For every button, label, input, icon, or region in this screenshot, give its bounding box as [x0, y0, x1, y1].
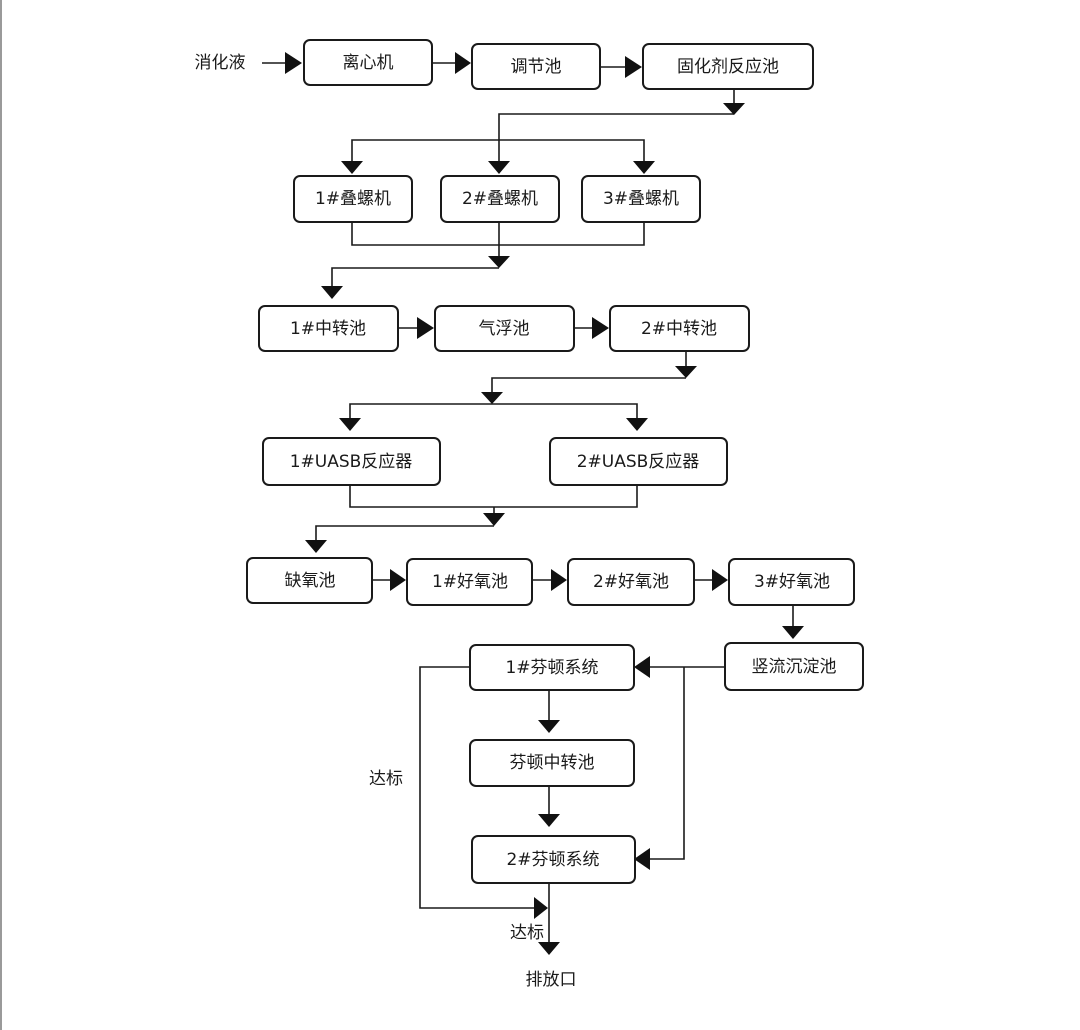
edge-to-transfer-1 — [331, 267, 499, 286]
node-aerobic-tank-1: 1#好氧池 — [406, 558, 533, 606]
node-fenton-system-1-label: 1#芬顿系统 — [505, 658, 598, 678]
arrowhead-to-centrifuge — [285, 52, 302, 74]
arrowhead-to-screw-press-1 — [341, 161, 363, 174]
edge-split-uasb-right — [492, 403, 638, 418]
node-solidifier-reactor: 固化剂反应池 — [642, 43, 814, 90]
node-air-flotation-tank-label: 气浮池 — [479, 319, 530, 339]
node-screw-press-3-label: 3#叠螺机 — [603, 189, 679, 209]
node-transfer-tank-2-label: 2#中转池 — [641, 319, 717, 339]
arrowhead-to-anoxic — [305, 540, 327, 553]
node-aerobic-tank-1-label: 1#好氧池 — [432, 572, 508, 592]
node-anoxic-tank: 缺氧池 — [246, 557, 373, 604]
connectors — [262, 62, 794, 942]
arrowhead-to-screw-press-3 — [633, 161, 655, 174]
arrowhead-to-aerobic-3 — [712, 569, 728, 591]
arrowhead-to-aerobic-2 — [551, 569, 567, 591]
arrowhead-to-transfer-2 — [592, 317, 609, 339]
nodes: 离心机 调节池 固化剂反应池 1#叠螺机 2#叠螺机 3#叠螺机 1#中转池 — [246, 39, 864, 884]
node-vertical-clarifier-label: 竖流沉淀池 — [752, 657, 837, 677]
edge-split-right — [499, 139, 645, 161]
node-aerobic-tank-3: 3#好氧池 — [728, 558, 855, 606]
edge-merge-uasb — [349, 486, 638, 508]
arrowhead-to-aerobic-1 — [390, 569, 406, 591]
arrowhead-split-uasb — [481, 392, 503, 404]
node-fenton-system-2-label: 2#芬顿系统 — [506, 850, 599, 870]
compliance-label-bottom: 达标 — [510, 923, 544, 943]
arrowhead-to-uasb-2 — [626, 418, 648, 431]
node-uasb-reactor-1-label: 1#UASB反应器 — [290, 452, 413, 472]
node-transfer-tank-2: 2#中转池 — [609, 305, 750, 352]
node-equalization-tank-label: 调节池 — [511, 57, 562, 77]
node-transfer-tank-1: 1#中转池 — [258, 305, 399, 352]
node-uasb-reactor-2: 2#UASB反应器 — [549, 437, 728, 486]
arrowhead-to-fenton-2 — [634, 848, 650, 870]
edge-fenton1-compliant-bypass — [419, 666, 534, 909]
page-left-border — [0, 0, 2, 1030]
node-fenton-system-1: 1#芬顿系统 — [469, 644, 635, 691]
node-screw-press-2: 2#叠螺机 — [440, 175, 560, 223]
node-anoxic-tank-label: 缺氧池 — [285, 571, 336, 591]
node-fenton-transfer-tank-label: 芬顿中转池 — [510, 753, 595, 773]
node-fenton-transfer-tank: 芬顿中转池 — [469, 739, 635, 787]
arrowhead-transfer2-down — [675, 366, 697, 378]
node-aerobic-tank-2: 2#好氧池 — [567, 558, 695, 606]
arrowhead-merge-uasb — [483, 513, 505, 526]
node-uasb-reactor-1: 1#UASB反应器 — [262, 437, 441, 486]
arrowheads — [285, 52, 804, 955]
arrowhead-to-transfer-1 — [321, 286, 343, 299]
arrowhead-to-fenton-2-down — [538, 814, 560, 827]
outlet-label: 排放口 — [526, 970, 577, 990]
edge-to-anoxic — [315, 525, 494, 540]
edge-split-to-uasb — [491, 377, 686, 392]
arrowhead-to-outlet — [538, 942, 560, 955]
node-equalization-tank: 调节池 — [471, 43, 601, 90]
input-label: 消化液 — [195, 53, 246, 73]
edge-split-left — [351, 139, 499, 161]
compliance-label-left: 达标 — [369, 769, 403, 789]
node-screw-press-3: 3#叠螺机 — [581, 175, 701, 223]
arrowhead-to-fenton-transfer — [538, 720, 560, 733]
arrowhead-bypass-join — [534, 897, 548, 919]
node-centrifuge-label: 离心机 — [343, 53, 394, 73]
edge-merge-screw-presses — [351, 223, 645, 246]
edge-clarifier-bypass-to-fenton2 — [650, 667, 685, 860]
node-screw-press-2-label: 2#叠螺机 — [462, 189, 538, 209]
node-fenton-system-2: 2#芬顿系统 — [471, 835, 636, 884]
arrowhead-to-flotation — [417, 317, 434, 339]
free-labels: 消化液 达标 达标 排放口 — [195, 53, 577, 990]
edge-split-uasb-left — [349, 403, 492, 418]
arrowhead-to-equalization — [455, 52, 471, 74]
arrowhead-to-uasb-1 — [339, 418, 361, 431]
arrowhead-to-fenton-1 — [634, 656, 650, 678]
edge-split-to-screw-presses — [498, 113, 734, 161]
node-centrifuge: 离心机 — [303, 39, 433, 86]
node-vertical-clarifier: 竖流沉淀池 — [724, 642, 864, 691]
arrowhead-merge-screw — [488, 256, 510, 268]
arrowhead-to-solidifier — [625, 56, 642, 78]
node-screw-press-1-label: 1#叠螺机 — [315, 189, 391, 209]
node-transfer-tank-1-label: 1#中转池 — [290, 319, 366, 339]
node-aerobic-tank-2-label: 2#好氧池 — [593, 572, 669, 592]
node-uasb-reactor-2-label: 2#UASB反应器 — [577, 452, 700, 472]
arrowhead-to-clarifier — [782, 626, 804, 639]
node-solidifier-reactor-label: 固化剂反应池 — [677, 57, 779, 77]
node-air-flotation-tank: 气浮池 — [434, 305, 575, 352]
arrowhead-solidifier-down — [723, 103, 745, 115]
node-aerobic-tank-3-label: 3#好氧池 — [754, 572, 830, 592]
arrowhead-to-screw-press-2 — [488, 161, 510, 174]
node-screw-press-1: 1#叠螺机 — [293, 175, 413, 223]
